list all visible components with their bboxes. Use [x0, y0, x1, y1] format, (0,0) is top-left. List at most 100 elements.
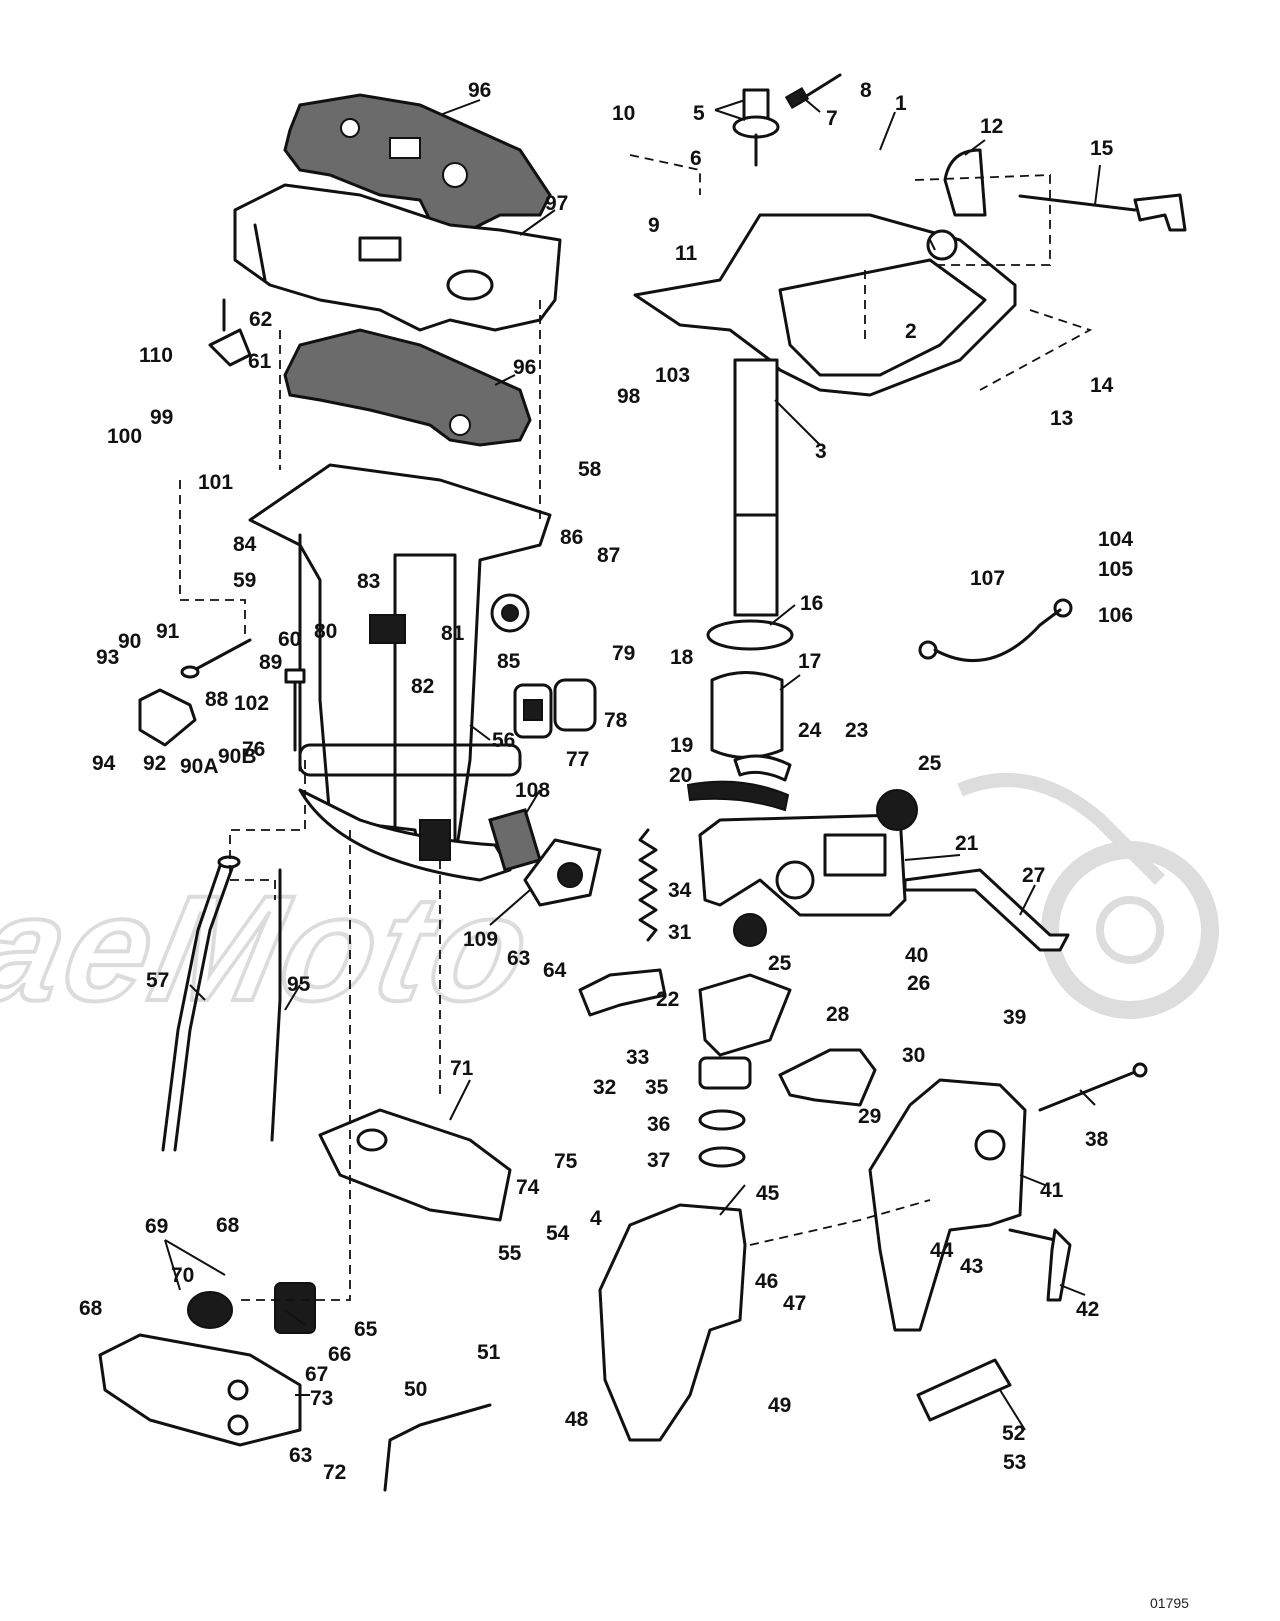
callout-28: 28 [826, 1003, 850, 1026]
callout-61: 61 [248, 350, 272, 373]
callout-65: 65 [354, 1318, 378, 1341]
part-35-37-bushings [698, 1056, 752, 1168]
diagram-code: 01795 [1150, 1595, 1189, 1611]
callout-52: 52 [1002, 1422, 1025, 1445]
callout-82: 82 [411, 675, 434, 698]
callout-32: 32 [593, 1076, 616, 1099]
callout-102: 102 [234, 692, 269, 715]
callout-84: 84 [233, 533, 257, 556]
callout-79: 79 [612, 642, 635, 665]
callout-81: 81 [441, 622, 465, 645]
callout-36: 36 [647, 1113, 670, 1136]
callout-3: 3 [815, 440, 827, 463]
callout-47: 47 [783, 1292, 806, 1315]
callout-15: 15 [1090, 137, 1114, 160]
callout-labels: 1234567891011121314151617181920212223242… [79, 79, 1133, 1484]
callout-108: 108 [515, 779, 550, 802]
callout-6: 6 [690, 147, 702, 170]
callout-76: 76 [242, 738, 265, 761]
part-41-clamp-bracket [868, 1078, 1027, 1332]
callout-29: 29 [858, 1105, 881, 1128]
part-107-ground-strap [918, 598, 1073, 663]
part-88-shift-rod [180, 638, 252, 679]
callout-14: 14 [1090, 374, 1114, 397]
callout-60: 60 [278, 628, 301, 651]
part-15-handle [1018, 193, 1187, 232]
callout-25a: 25 [918, 752, 942, 775]
callout-63b: 63 [289, 1444, 312, 1467]
part-25-knobs [733, 789, 918, 947]
part-17-bushing [706, 619, 794, 759]
part-34-spring [638, 828, 658, 942]
callout-71: 71 [450, 1057, 474, 1080]
assembly-lines [179, 154, 1093, 1301]
callout-42: 42 [1076, 1298, 1099, 1321]
part-65-70-grommets [187, 1282, 316, 1334]
callout-11: 11 [675, 242, 698, 265]
callout-103: 103 [655, 364, 690, 387]
callout-90b: 90B [218, 745, 257, 768]
callout-104: 104 [1098, 528, 1133, 551]
part-85-switch [490, 593, 530, 633]
callout-10: 10 [612, 102, 635, 125]
part-90-bracket [138, 688, 197, 747]
callout-55: 55 [498, 1242, 522, 1265]
watermark-logo: AaeMoto [0, 649, 1219, 1035]
callout-26: 26 [907, 972, 930, 995]
callout-1: 1 [895, 92, 907, 115]
part-61-cover [208, 298, 252, 367]
callout-21: 21 [955, 832, 979, 855]
callout-77: 77 [566, 748, 589, 771]
callout-75: 75 [554, 1150, 578, 1173]
callout-89: 89 [259, 651, 282, 674]
part-3-swivel-bracket [633, 213, 1017, 617]
callout-96a: 96 [468, 79, 491, 102]
callout-96b: 96 [513, 356, 536, 379]
callout-23: 23 [845, 719, 868, 742]
callout-34: 34 [668, 879, 692, 902]
callout-51: 51 [477, 1341, 501, 1364]
callout-101: 101 [198, 471, 233, 494]
callout-30: 30 [902, 1044, 925, 1067]
callout-88: 88 [205, 688, 229, 711]
callout-33: 33 [626, 1046, 649, 1069]
part-38-tilt-tube [1038, 1062, 1148, 1112]
part-27-lever [903, 868, 1070, 952]
callout-46: 46 [755, 1270, 778, 1293]
callout-17: 17 [798, 650, 821, 673]
callout-48: 48 [565, 1408, 589, 1431]
callout-90a: 90A [180, 755, 219, 778]
part-12-cap [943, 148, 987, 217]
callout-25b: 25 [768, 952, 792, 975]
part-96-gasket-upper [283, 93, 552, 232]
part-80-switch [369, 614, 406, 644]
callout-13: 13 [1050, 407, 1073, 430]
callout-57: 57 [146, 969, 169, 992]
callout-20: 20 [669, 764, 692, 787]
part-21-swivel-housing [698, 813, 907, 917]
part-96-gasket-lower [283, 328, 532, 447]
callout-92: 92 [143, 752, 166, 775]
callout-22: 22 [656, 988, 679, 1011]
callout-41: 41 [1040, 1179, 1064, 1202]
callout-73: 73 [310, 1387, 333, 1410]
callout-54: 54 [546, 1222, 570, 1245]
part-5-bracket [732, 88, 780, 167]
callout-72: 72 [323, 1461, 346, 1484]
callout-97: 97 [545, 192, 568, 215]
callout-7: 7 [826, 107, 838, 130]
callout-93: 93 [96, 646, 119, 669]
part-8-bolt [784, 73, 842, 110]
callout-2: 2 [905, 320, 917, 343]
callout-100: 100 [107, 425, 142, 448]
callout-50: 50 [404, 1378, 427, 1401]
callout-110: 110 [139, 344, 173, 367]
part-45-clamp-bracket [598, 1203, 747, 1442]
callout-62: 62 [249, 308, 272, 331]
callout-78: 78 [604, 709, 628, 732]
callout-80: 80 [314, 620, 337, 643]
part-31-lever [578, 968, 667, 1017]
callout-53: 53 [1003, 1451, 1026, 1474]
callout-109: 109 [463, 928, 498, 951]
